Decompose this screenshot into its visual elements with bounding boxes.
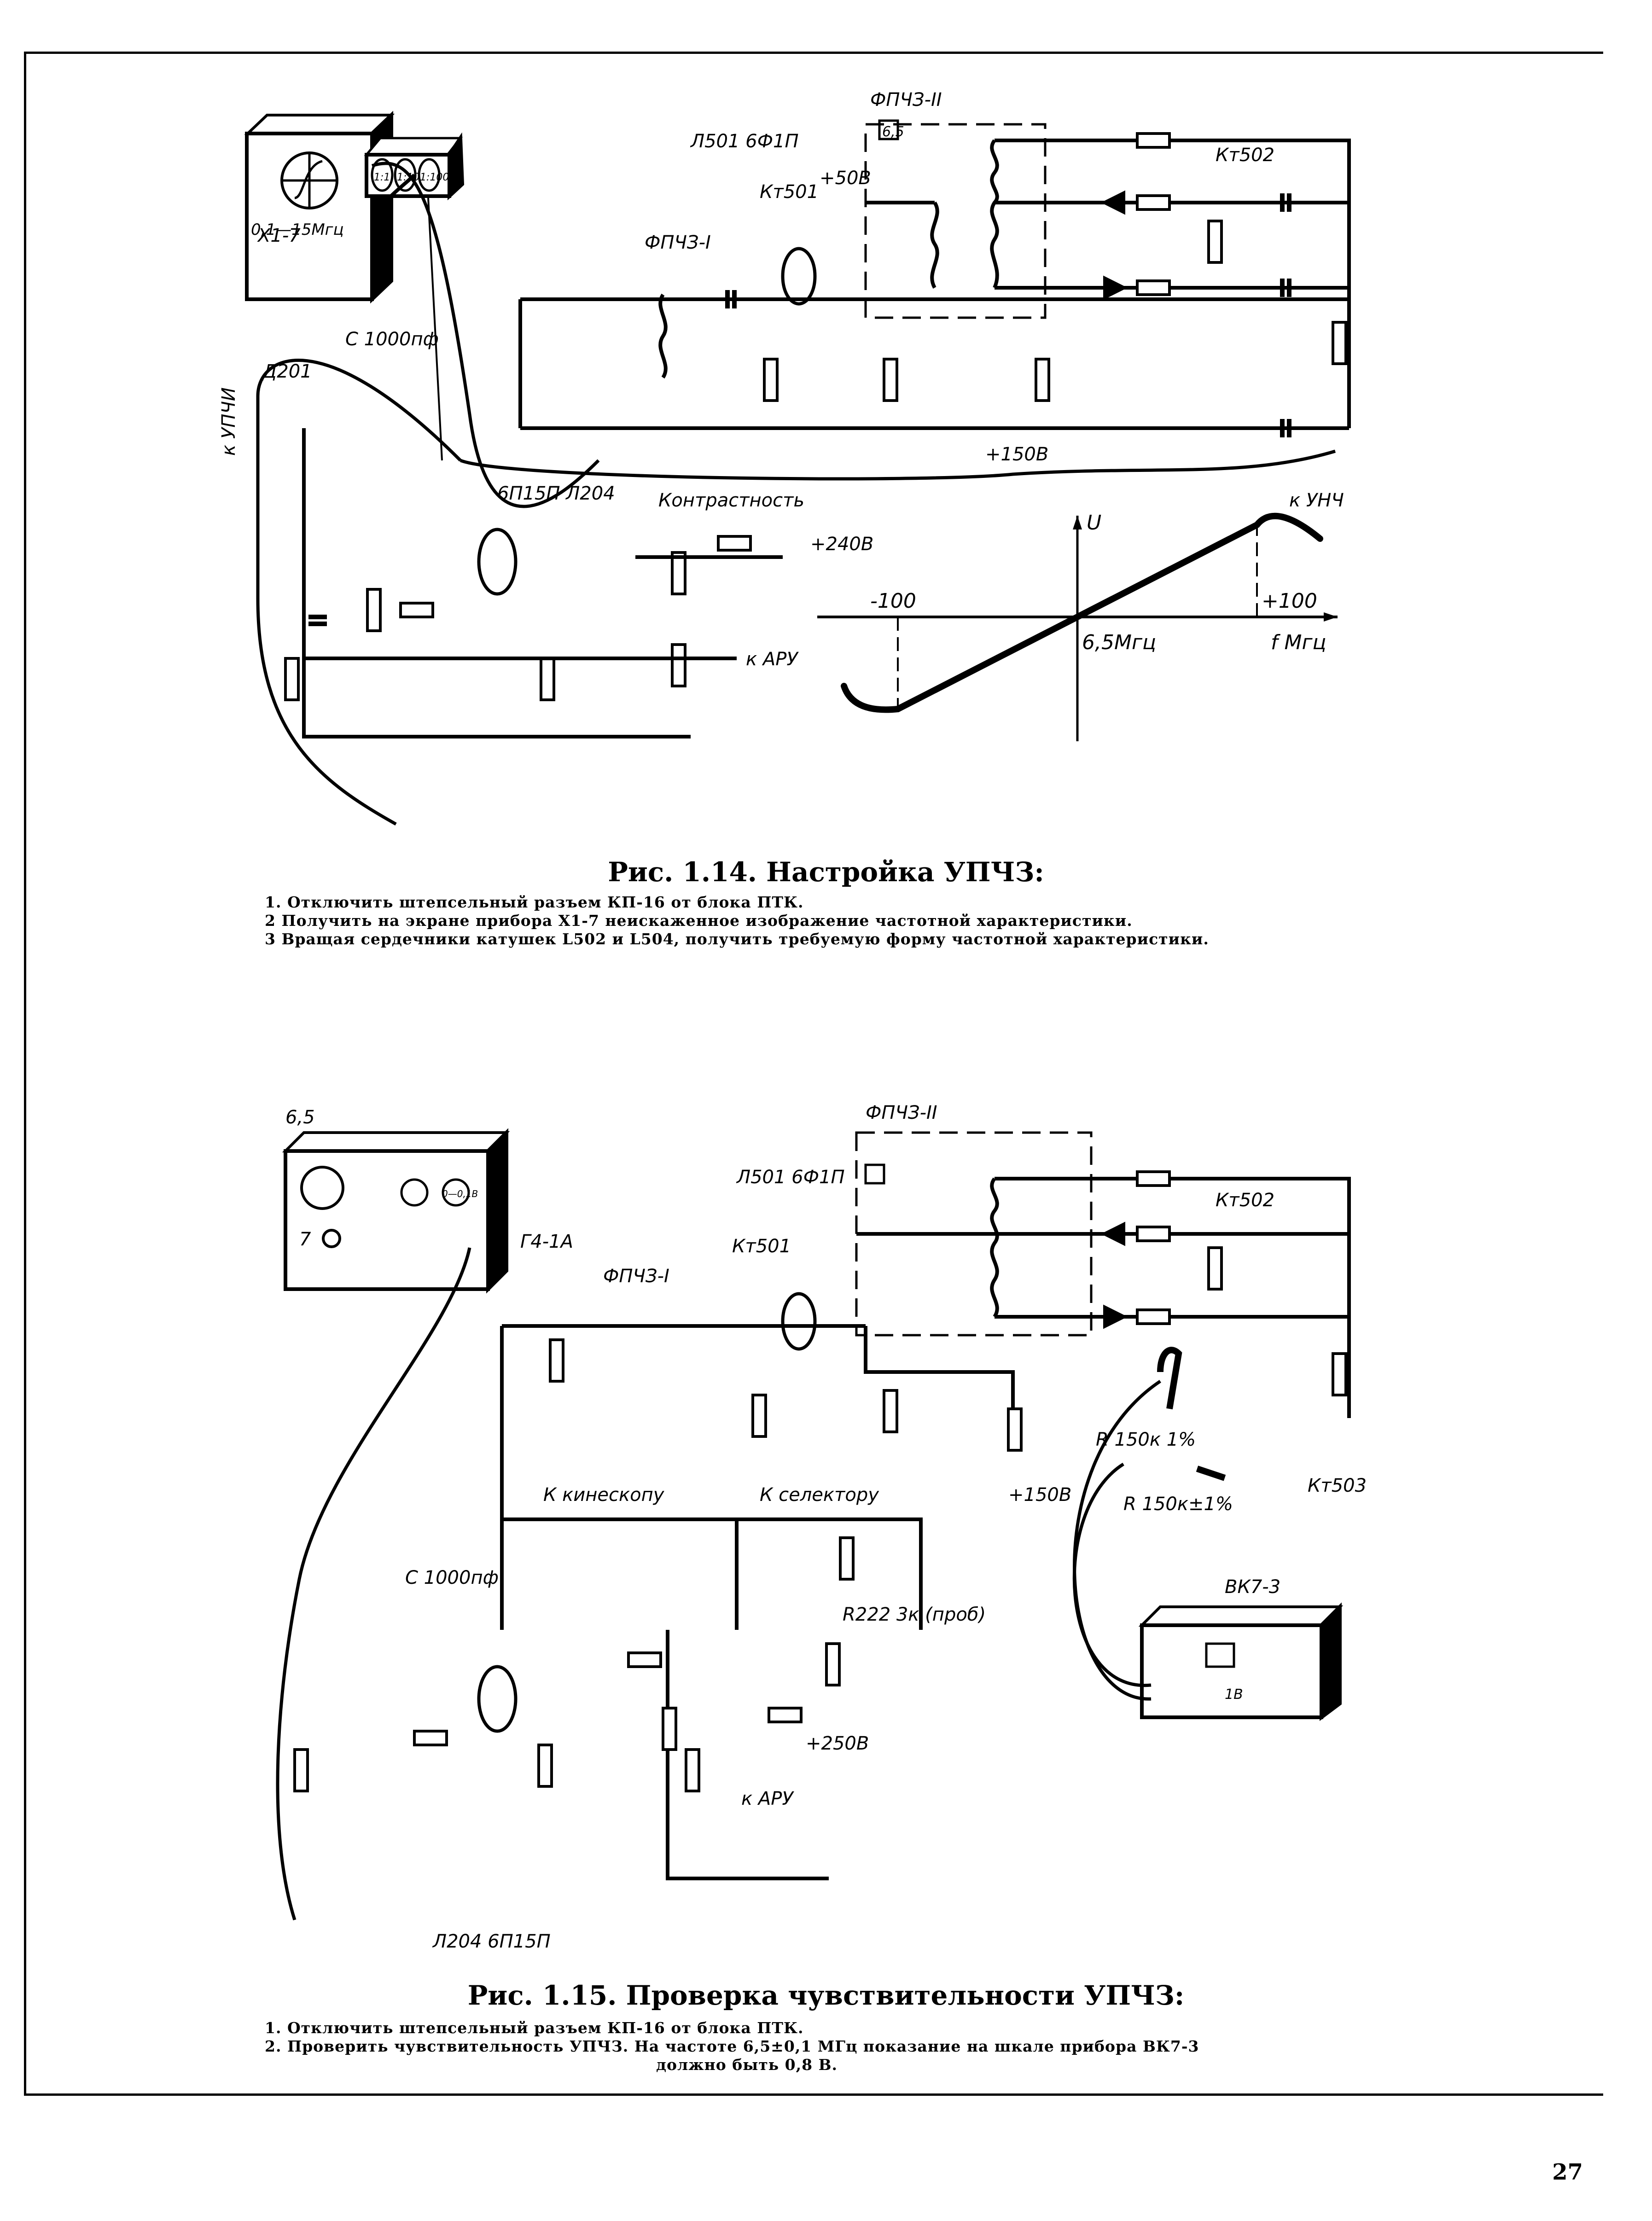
- voltmeter-vk7-3: [1138, 1602, 1344, 1721]
- label-to-selector: К селектору: [760, 1484, 879, 1506]
- attenuator-box: [364, 132, 465, 201]
- attenuator-1-100: 1:100: [420, 172, 449, 183]
- x-axis-arrow: [1324, 612, 1338, 622]
- label-tube-l501: Л501 6Ф1П: [690, 131, 799, 152]
- page-number: 27: [1552, 2159, 1583, 2185]
- label-kt503: Кт503: [1308, 1475, 1367, 1496]
- note-2: 2 Получить на экране прибора X1-7 неиска…: [265, 912, 1133, 930]
- label-generator-scale: 0—0,1В: [442, 1188, 478, 1199]
- label-v150: +150В: [1008, 1484, 1071, 1506]
- y-axis-label: U: [1087, 511, 1101, 535]
- note-3: должно быть 0,8 В.: [656, 2056, 838, 2074]
- tube-l501: [781, 247, 817, 306]
- tube-l204: [477, 1665, 518, 1733]
- label-r-probe1: R 150к 1%: [1096, 1429, 1196, 1450]
- tube-l204: [477, 528, 518, 596]
- label-fpchz2: ФПЧЗ-II: [866, 1102, 937, 1123]
- label-tube-l204: Л204 6П15П: [432, 1931, 551, 1952]
- tick-label-plus-100: +100: [1262, 589, 1317, 613]
- label-d201: Д201: [262, 361, 312, 382]
- label-r222: R222 3к (проб): [843, 1604, 986, 1625]
- label-to-aru: к АРУ: [741, 1788, 794, 1809]
- note-1: 1. Отключить штепсельный разъем КП-16 от…: [265, 893, 804, 911]
- sweep-generator-x1-7: [244, 110, 395, 304]
- label-x1-7-range: 0,1—15Мгц: [251, 221, 344, 239]
- note-1: 1. Отключить штепсельный разъем КП-16 от…: [265, 2019, 804, 2037]
- label-vk7-3: ВК7-3: [1225, 1576, 1280, 1598]
- figure-1-14-caption: Рис. 1.14. Настройка УПЧЗ:: [608, 856, 1044, 888]
- center-label: 6,5Мгц: [1082, 631, 1156, 654]
- label-v240: +240В: [810, 534, 873, 555]
- label-c-coupling: С 1000пф: [405, 1567, 499, 1588]
- figure-1-15-caption: Рис. 1.15. Проверка чувствительности УПЧ…: [467, 1980, 1185, 2011]
- attenuator-1-10: 1:10: [397, 172, 419, 183]
- label-v150: +150В: [985, 444, 1048, 465]
- label-generator-knob: 7: [299, 1229, 311, 1250]
- label-fpchz1: ФПЧЗ-I: [645, 232, 711, 253]
- label-to-unch: к УНЧ: [1289, 490, 1344, 511]
- label-kt502: Кт502: [1216, 1190, 1274, 1211]
- figure-1-14-notes: 1. Отключить штепсельный разъем КП-16 от…: [265, 893, 1209, 948]
- label-v50: +50В: [820, 168, 871, 189]
- label-kt501: Кт501: [732, 1236, 791, 1257]
- x-axis-label: f Мгц: [1271, 631, 1326, 654]
- figure-1-14-schematic: ФПЧЗ-II Л501 6Ф1П 6,5 Кт501 Кт502 +50В Ф…: [218, 89, 1351, 826]
- label-x1-7: X1-7: [257, 225, 301, 246]
- label-c-coupling: С 1000пф: [345, 329, 439, 350]
- label-r-probe2: R 150к±1%: [1123, 1494, 1233, 1515]
- label-v250: +250В: [806, 1733, 869, 1754]
- label-generator-dial: 6,5: [285, 1107, 315, 1128]
- attenuator-1-1: 1:1: [374, 172, 390, 183]
- label-freq-box: 6,5: [882, 124, 904, 140]
- label-kt501: Кт501: [760, 181, 819, 203]
- page-frame: [24, 52, 1603, 2096]
- note-2: 2. Проверить чувствительность УПЧЗ. На ч…: [265, 2037, 1199, 2055]
- label-g4-1a: Г4-1А: [520, 1231, 573, 1252]
- label-fpchz2: ФПЧЗ-II: [870, 89, 942, 110]
- label-to-upchi: к УПЧИ: [218, 387, 239, 456]
- tube-l501: [781, 1292, 817, 1351]
- figure-1-15-notes: 1. Отключить штепсельный разъем КП-16 от…: [265, 2019, 1199, 2074]
- note-3: 3 Вращая сердечники катушек L502 и L504,…: [265, 930, 1209, 948]
- label-contrast: Контрастность: [658, 490, 804, 511]
- label-kt502: Кт502: [1216, 145, 1274, 166]
- label-tube-l204: 6П15П Л204: [497, 483, 615, 504]
- label-to-aru: к АРУ: [746, 649, 799, 670]
- label-fpchz1: ФПЧЗ-I: [603, 1266, 669, 1287]
- tick-label-minus-100: -100: [870, 589, 916, 613]
- label-voltmeter-range: 1В: [1225, 1686, 1243, 1703]
- y-axis-arrow: [1073, 516, 1082, 529]
- label-to-kinescope: К кинескопу: [543, 1484, 665, 1506]
- discriminator-curve-chart: -100 +100 6,5Мгц f Мгц U: [817, 511, 1338, 741]
- signal-generator-g4-1a: [282, 1128, 510, 1294]
- series-line: [841, 512, 1323, 713]
- label-tube-l501: Л501 6Ф1П: [736, 1167, 845, 1188]
- figure-1-15-schematic: ФПЧЗ-II Л501 6Ф1П ФПЧЗ-I Кт501 Кт502 Кт5…: [276, 1102, 1367, 1952]
